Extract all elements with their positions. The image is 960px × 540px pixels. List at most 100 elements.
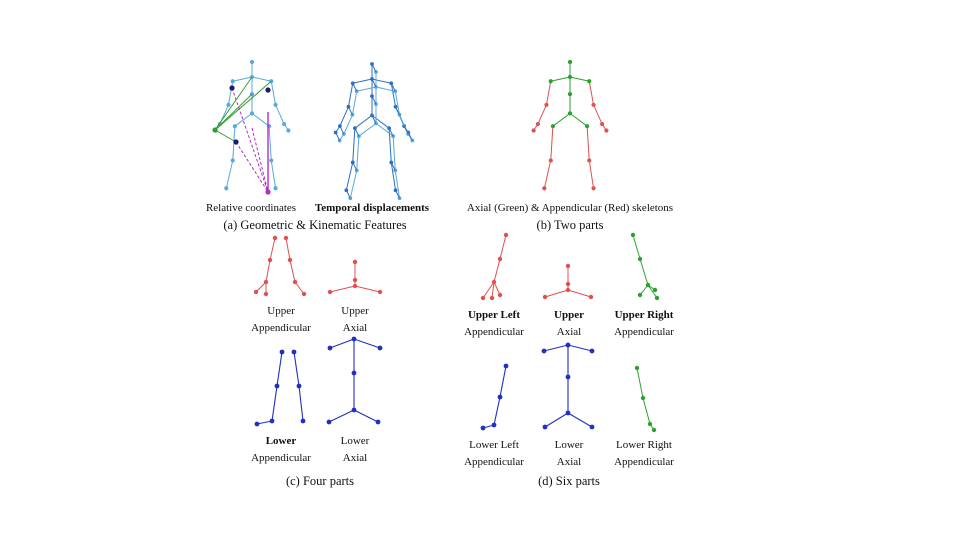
joint-ctr [353, 284, 357, 288]
joint-rha [302, 292, 306, 296]
bone [545, 290, 568, 297]
joint-r [378, 290, 382, 294]
bone [500, 235, 506, 259]
bone [266, 260, 270, 282]
joint-lan [348, 196, 352, 200]
joint-rsh [587, 79, 591, 83]
upper-appendicular-label-c: Upper Appendicular [251, 305, 311, 335]
bone [271, 81, 275, 105]
bone [344, 115, 353, 134]
joint-lsh [542, 349, 547, 354]
bone [295, 282, 304, 294]
joint-lel [268, 258, 272, 262]
bone [494, 397, 500, 425]
joint-ran [591, 186, 595, 190]
bone [545, 413, 568, 427]
bone [640, 259, 648, 285]
displacement-vector [404, 126, 408, 134]
joint-lan [542, 186, 546, 190]
joint-rel [273, 103, 277, 107]
joint-ran [398, 196, 402, 200]
joint-hip [568, 111, 572, 115]
joint-lsh [231, 79, 235, 83]
bone [269, 126, 271, 160]
joint-h2 [653, 288, 657, 292]
joint-rsh [590, 349, 595, 354]
bone [353, 79, 372, 83]
joint-top [352, 337, 357, 342]
bone [393, 136, 395, 170]
bone [272, 386, 277, 421]
joint-lha [254, 290, 258, 294]
label-line-1: Lower [555, 439, 584, 452]
bone [354, 339, 380, 348]
bone [228, 81, 232, 105]
bone [357, 136, 359, 170]
panel-c-caption: (c) Four parts [286, 474, 354, 489]
displacement-vector [372, 96, 376, 104]
bone [570, 77, 589, 81]
joint-lhp [543, 425, 548, 430]
joint-rha [410, 139, 414, 143]
joint-sh [631, 233, 635, 237]
lower-left-skeleton-d [481, 364, 509, 431]
anchor-joint [212, 127, 217, 132]
bone [271, 160, 275, 188]
lower-right-skeleton-d [635, 366, 656, 432]
joint-l [543, 295, 547, 299]
joint-lhp [551, 124, 555, 128]
label-line-1: Lower [341, 435, 370, 448]
lower-axial-skeleton-c [327, 337, 383, 425]
joint-el [498, 257, 502, 261]
joint-hip [566, 411, 571, 416]
label-line-2: Appendicular [464, 456, 524, 469]
label-line-1: Lower Right [614, 439, 674, 452]
bone [643, 398, 650, 424]
bone [372, 79, 391, 83]
upper-left-label-d: Upper Left Appendicular [464, 309, 524, 339]
joint-hip [250, 111, 254, 115]
upper-right-label-d: Upper Right Appendicular [614, 309, 674, 339]
label-line-2: Axial [555, 456, 584, 469]
joint-head [568, 60, 572, 64]
temporal-displacements-skeleton [334, 62, 415, 200]
joint-ctr [566, 288, 570, 292]
bone [594, 105, 603, 124]
bone [277, 352, 282, 386]
lower-axial-label-d: Lower Axial [555, 439, 584, 469]
joint-mid [352, 371, 357, 376]
joint-hp [635, 366, 639, 370]
joint-mid [566, 282, 570, 286]
label-line-2: Appendicular [251, 452, 311, 465]
relation-line [215, 130, 236, 142]
joint-lan [270, 419, 275, 424]
anchor-joint [265, 189, 270, 194]
bone [633, 235, 640, 259]
bone [330, 286, 355, 292]
bone [290, 260, 295, 282]
bone [350, 170, 356, 198]
label-line-1: Upper Left [464, 309, 524, 322]
bone [340, 107, 349, 126]
joint-wr [492, 280, 496, 284]
joint-lhp [233, 124, 237, 128]
bone [252, 113, 269, 126]
bone [286, 238, 290, 260]
joint-h1 [638, 293, 642, 297]
highlighted-joint [265, 87, 270, 92]
two-parts-skeleton [532, 60, 609, 190]
label-line-1: Upper [341, 305, 369, 318]
joint-rel [591, 103, 595, 107]
temporal-displacements-label: Temporal displacements [315, 202, 429, 215]
joint-lel [226, 103, 230, 107]
highlighted-joint [233, 139, 238, 144]
joint-rsh [378, 346, 383, 351]
label-line-1: Lower Left [464, 439, 524, 452]
joint-mid [566, 375, 571, 380]
displacement-vector [372, 64, 376, 72]
bone [346, 162, 352, 190]
lower-axial-label-c: Lower Axial [341, 435, 370, 465]
joint-rwr [600, 122, 604, 126]
joint-h1 [481, 296, 485, 300]
joint-kn [641, 396, 645, 400]
